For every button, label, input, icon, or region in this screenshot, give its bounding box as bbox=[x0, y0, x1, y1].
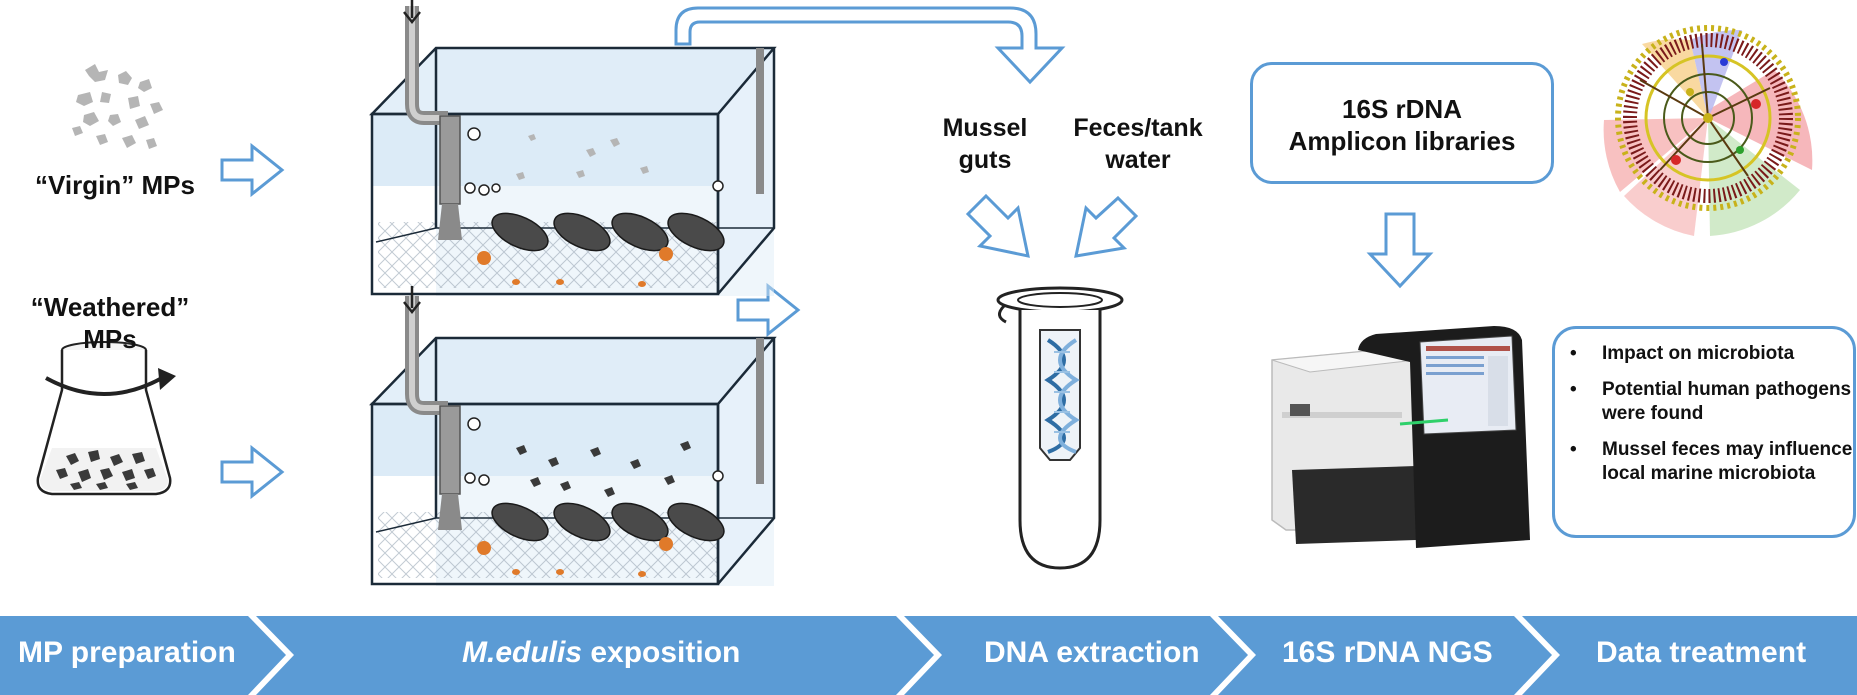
mussel-guts-label-line2: guts bbox=[958, 146, 1012, 174]
ngs-sequencer-icon bbox=[1271, 326, 1530, 548]
feces-water-label-line1: Feces/tank bbox=[1073, 114, 1203, 142]
result-item: Potential human pathogens were found bbox=[1568, 378, 1857, 426]
stage-label-mp-preparation: MP preparation bbox=[18, 636, 236, 669]
arrow-icon bbox=[1366, 212, 1434, 289]
dna-helix-icon bbox=[1044, 338, 1066, 454]
stage-bar bbox=[0, 616, 1857, 695]
stage-label-dna-extraction: DNA extraction bbox=[984, 636, 1200, 669]
stage-data-treatment bbox=[1522, 616, 1857, 695]
virgin-mps-label: “Virgin” MPs bbox=[35, 170, 195, 200]
rotation-arrow-icon bbox=[45, 376, 163, 396]
aquarium-tank-virgin bbox=[369, 0, 777, 296]
curved-arrow-icon bbox=[674, 6, 1066, 85]
stage-label-exposition: M.edulis exposition bbox=[462, 636, 740, 670]
microcentrifuge-tube bbox=[996, 286, 1124, 570]
weathered-mps-label-line2: MPs bbox=[83, 324, 137, 354]
mussel-guts-label-line1: Mussel bbox=[942, 114, 1028, 142]
stage-dna-extraction bbox=[904, 616, 1248, 695]
library-box-line2: Amplicon libraries bbox=[1288, 126, 1516, 156]
weathered-mps-label-line1: “Weathered” bbox=[30, 292, 190, 322]
exposition-word: exposition bbox=[582, 636, 741, 669]
library-box bbox=[1250, 62, 1554, 184]
mussel-icon bbox=[491, 502, 725, 542]
species-name: M.edulis bbox=[462, 636, 583, 669]
result-item: Impact on microbiota bbox=[1568, 342, 1857, 366]
stage-label-ngs: 16S rDNA NGS bbox=[1282, 636, 1493, 669]
library-box-line1: 16S rDNA bbox=[1342, 94, 1462, 124]
feces-water-label-line2: water bbox=[1105, 146, 1171, 174]
phylogenetic-tree-icon bbox=[1603, 25, 1813, 236]
stage-mp-preparation bbox=[0, 616, 286, 695]
results-list: Impact on microbiota Potential human pat… bbox=[1568, 342, 1857, 498]
arrow-icon bbox=[965, 193, 1139, 258]
erlenmeyer-flask bbox=[36, 341, 176, 496]
mussel-icon bbox=[491, 212, 725, 252]
arrow-icon bbox=[220, 142, 801, 500]
weathered-mp-particles bbox=[56, 450, 156, 490]
stage-ngs bbox=[1218, 616, 1552, 695]
stage-label-data-treatment: Data treatment bbox=[1596, 636, 1807, 669]
aquarium-tank-weathered bbox=[369, 286, 777, 586]
result-item: Mussel feces may influence local marine … bbox=[1568, 438, 1857, 486]
stage-exposition bbox=[256, 616, 934, 695]
virgin-mp-particles bbox=[72, 64, 163, 149]
